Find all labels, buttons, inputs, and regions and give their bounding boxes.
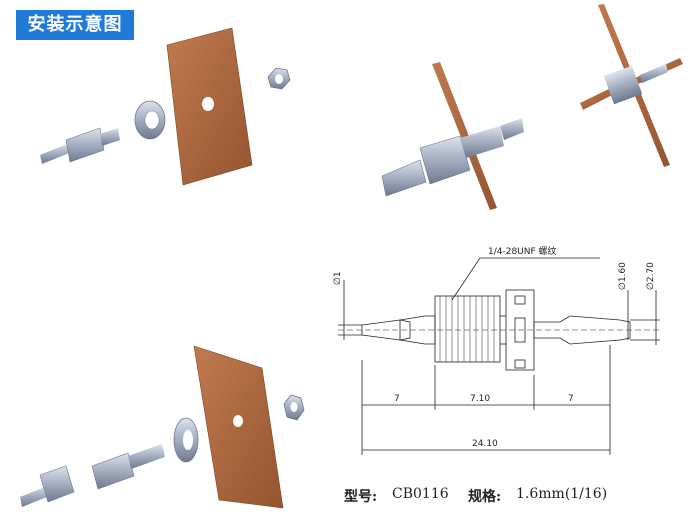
mounting-plate-edge [432,62,497,210]
assembled-view-angle [381,62,524,210]
dim-diameter-160: ∅1.60 [618,262,628,290]
page-title: 安装示意图 [16,10,134,40]
model-value: CB0116 [392,486,449,502]
plate-hole [202,97,214,111]
washer-part [173,417,199,463]
dim-diameter-1: ∅1 [333,271,343,285]
dimension-drawing [338,257,660,455]
dim-diameter-270: ∅2.70 [646,262,656,290]
fitting-part-left [20,465,75,507]
spec-label: 规格: [468,489,502,505]
nut-part [283,394,305,421]
nut-part [267,67,291,90]
dim-length-7-right: 7 [568,394,574,404]
fitting-part [40,127,120,164]
assembled-view-cross [580,4,683,167]
dim-length-7-left: 7 [394,394,400,404]
exploded-view-bottom [20,345,305,509]
fitting-part-right [91,444,165,490]
exploded-view-top [40,27,291,186]
washer-part [134,100,166,140]
spec-footer: 型号: CB0116 规格: 1.6mm(1/16) [0,486,700,508]
dim-length-710: 7.10 [470,394,490,404]
mounting-plate [193,345,284,509]
thread-label: 1/4-28UNF 螺纹 [488,245,557,257]
dim-total-length: 24.10 [472,439,498,449]
model-label: 型号: [344,489,378,505]
spec-value: 1.6mm(1/16) [516,486,608,502]
